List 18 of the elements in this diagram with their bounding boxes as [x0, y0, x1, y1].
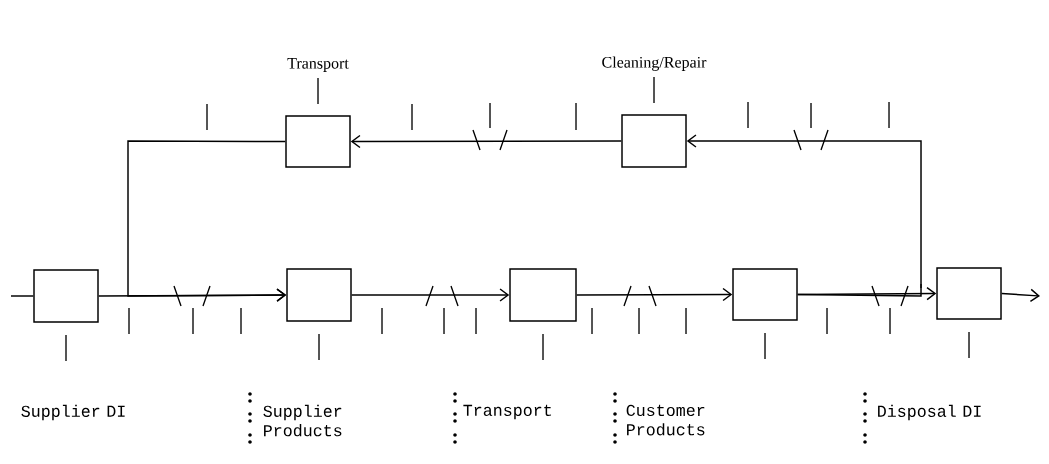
column-label: Disposal DI	[878, 404, 981, 421]
process-box	[33, 269, 99, 323]
column-label: Supplier Products	[263, 404, 342, 437]
process-box	[286, 268, 352, 322]
arrow	[576, 287, 733, 302]
arrow	[1001, 288, 1040, 303]
arrow	[350, 134, 622, 149]
column-label: Customer Products	[626, 404, 705, 436]
arrow	[127, 140, 287, 302]
process-box	[936, 267, 1002, 320]
box-heading: Transport	[287, 58, 349, 72]
process-box	[509, 268, 577, 322]
arrow	[351, 288, 510, 302]
column-label: Transport	[463, 404, 551, 420]
process-box	[732, 268, 798, 321]
box-heading: Cleaning/Repair	[602, 56, 707, 71]
column-label: Supplier DI	[21, 404, 125, 421]
arrow	[686, 134, 922, 297]
